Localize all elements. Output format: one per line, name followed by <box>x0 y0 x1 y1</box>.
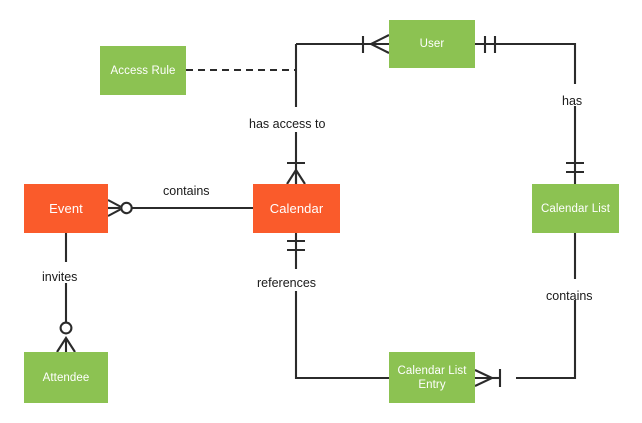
crowsfoot-calendar-top <box>286 161 306 185</box>
crowsfoot-attendee-top <box>56 321 76 353</box>
edge-calendar-to-cle-elbow <box>294 291 389 380</box>
edge-label-has-access-to-text: has access to <box>249 117 326 131</box>
edge-label-contains-calendar-text: contains <box>163 184 210 198</box>
entity-calendar-list-label: Calendar List <box>540 202 611 215</box>
onlyone-callist-top <box>566 161 584 174</box>
edge-label-contains-cle: contains <box>546 289 593 304</box>
entity-calendar-list-entry-label: Calendar List Entry <box>397 364 467 391</box>
edge-label-has-access-to: has access to <box>249 117 325 132</box>
crowsfoot-event-right <box>107 199 133 217</box>
entity-access-rule-label: Access Rule <box>110 64 176 77</box>
edge-label-contains-cle-text: contains <box>546 289 593 303</box>
entity-attendee[interactable]: Attendee <box>24 352 108 403</box>
entity-user[interactable]: User <box>389 20 475 68</box>
edge-label-has-text: has <box>562 94 583 108</box>
edge-label-references-text: references <box>257 276 317 290</box>
onlyone-user-right <box>475 36 504 53</box>
edge-label-contains-calendar: contains <box>163 184 210 199</box>
edge-label-invites: invites <box>42 270 77 285</box>
edge-label-references: references <box>257 276 316 291</box>
entity-event[interactable]: Event <box>24 184 108 233</box>
edge-callist-to-cle-elbow <box>516 300 577 380</box>
entity-attendee-label: Attendee <box>42 371 90 384</box>
edge-label-invites-text: invites <box>42 270 78 284</box>
entity-calendar-label: Calendar <box>269 200 324 216</box>
crowsfoot-user-left <box>361 34 390 54</box>
entity-calendar-list[interactable]: Calendar List <box>532 184 619 233</box>
entity-calendar-list-entry[interactable]: Calendar List Entry <box>389 352 475 403</box>
edge-user-to-callist-upper <box>504 42 577 84</box>
entity-access-rule[interactable]: Access Rule <box>100 46 186 95</box>
onlyone-calendar-bottom <box>287 239 305 252</box>
crowsfoot-cle-right <box>474 369 502 387</box>
entity-calendar[interactable]: Calendar <box>253 184 340 233</box>
entity-user-label: User <box>419 38 445 50</box>
edge-label-has: has <box>562 94 582 109</box>
entity-event-label: Event <box>49 200 83 216</box>
